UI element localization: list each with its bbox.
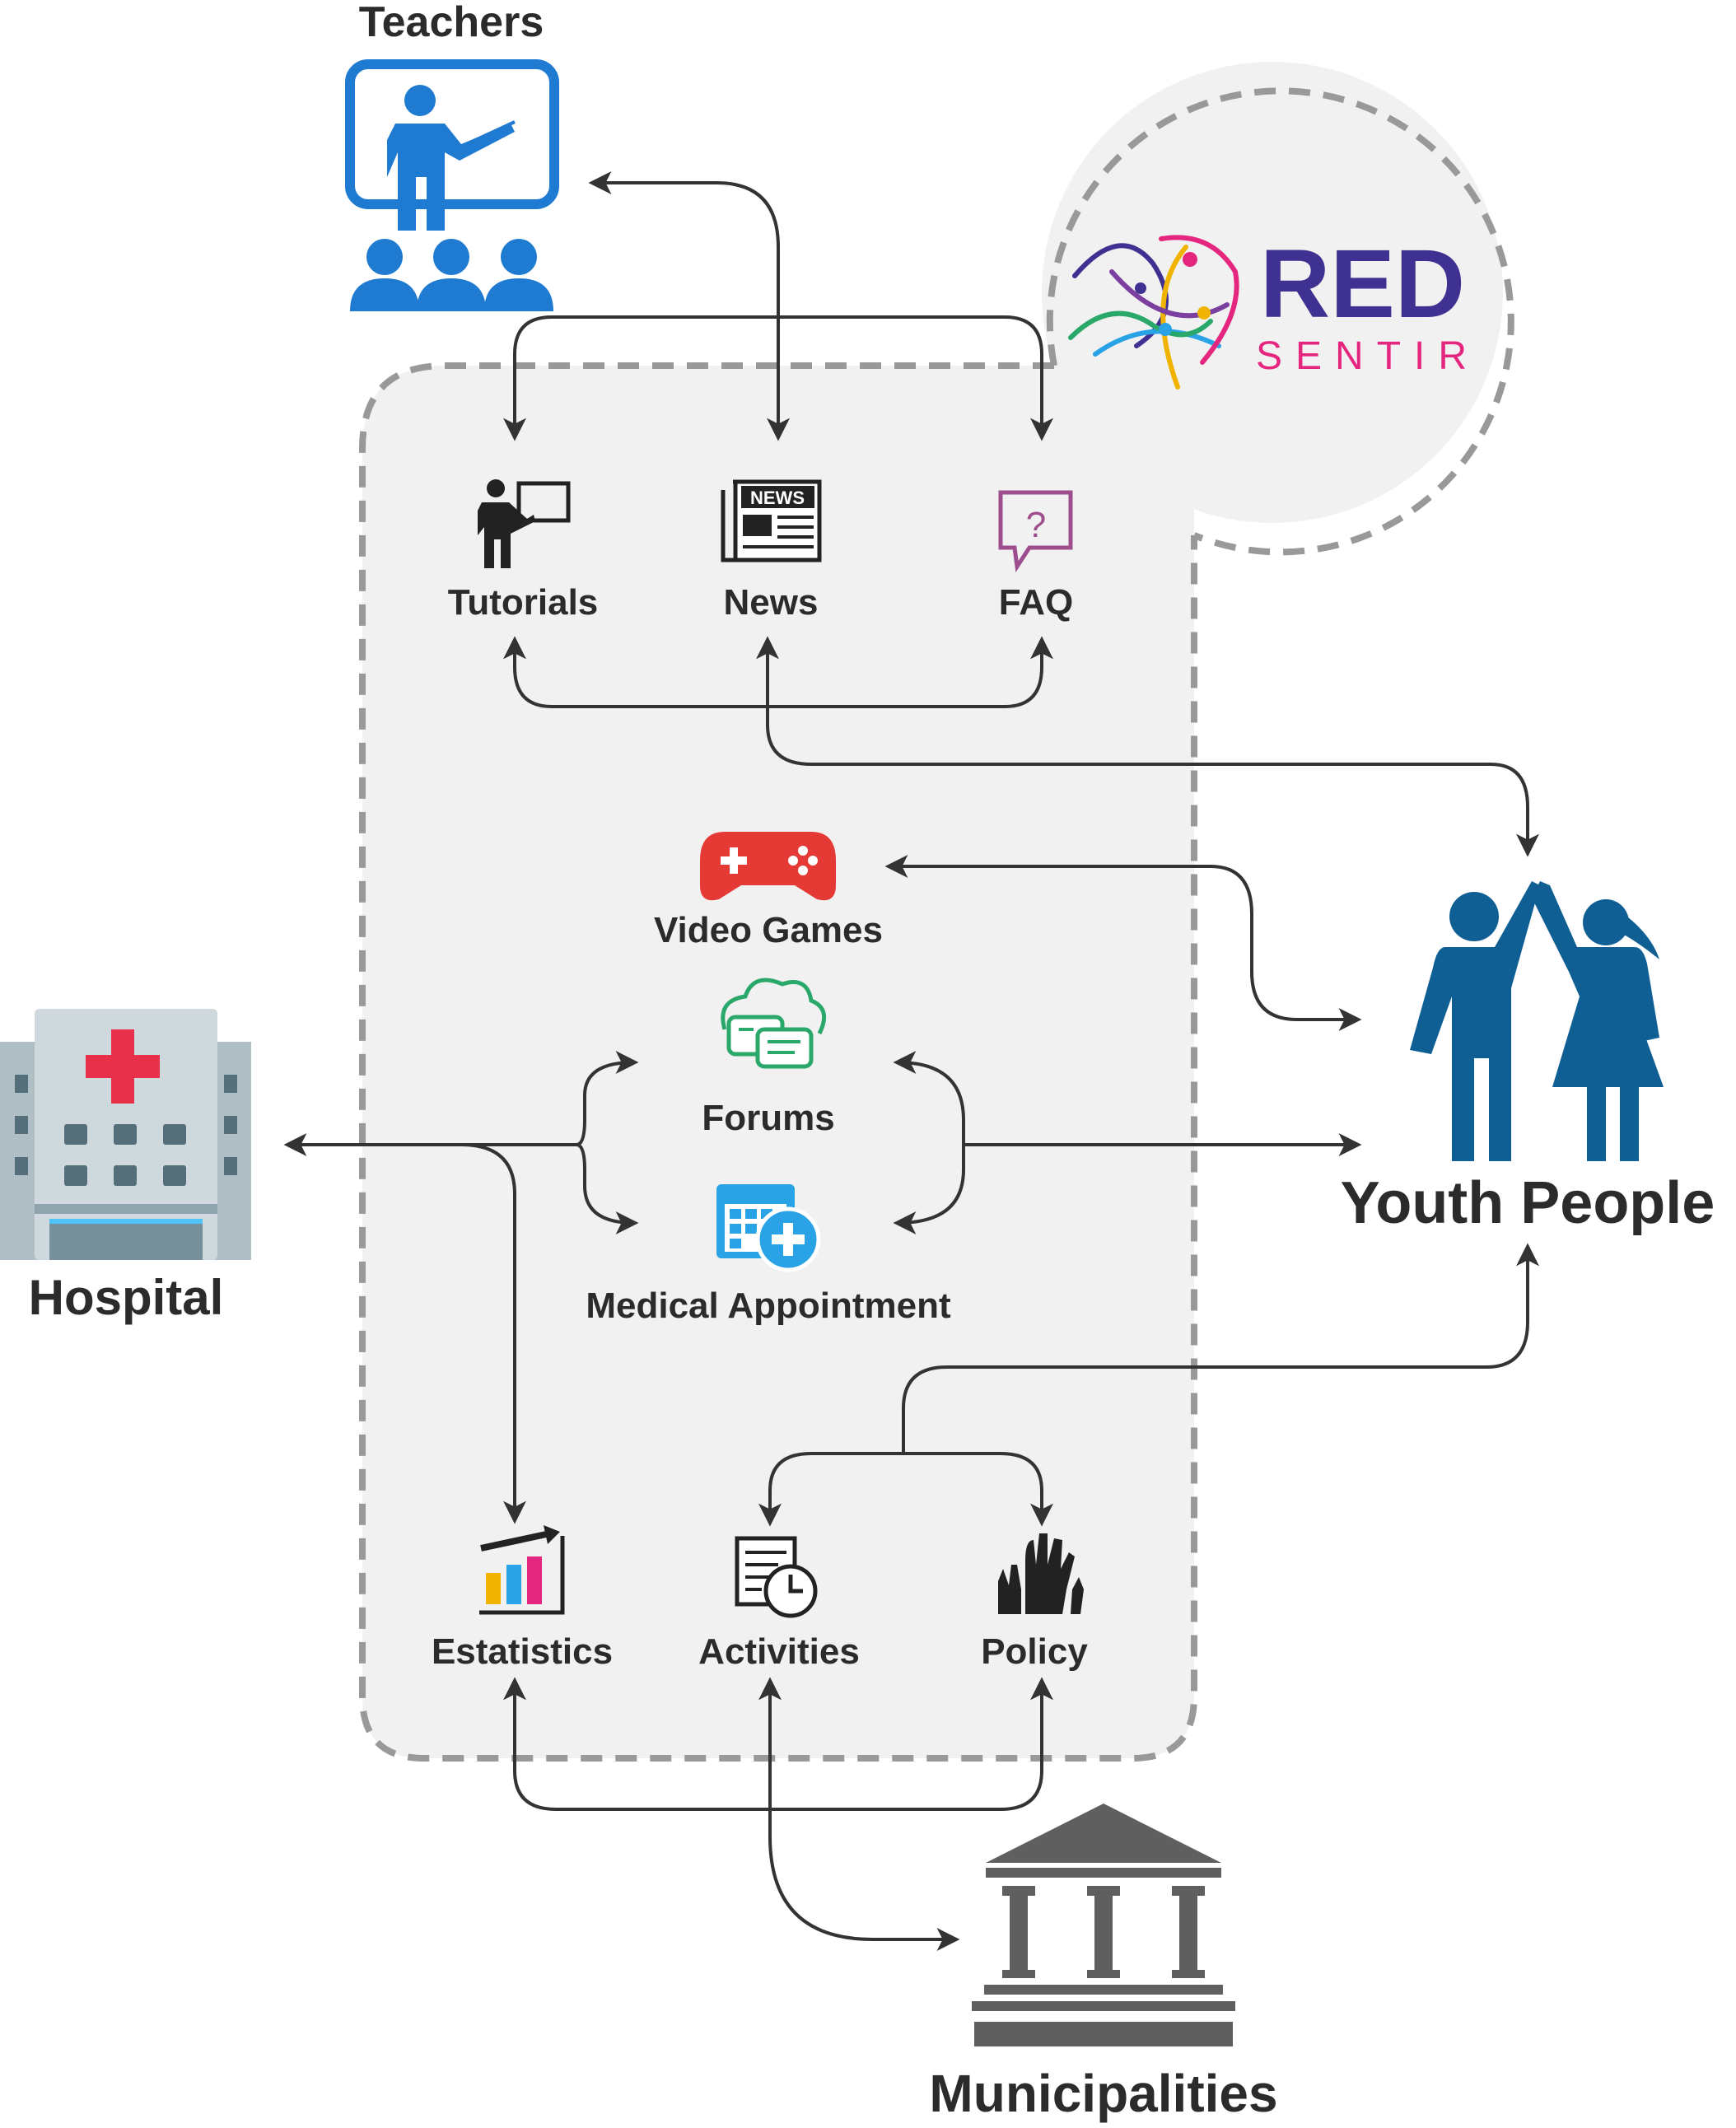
red-sentir-logo: RED SENTIR xyxy=(1068,230,1480,390)
arrow-municipal-youth xyxy=(902,1243,1539,1454)
news-masthead: NEWS xyxy=(750,488,805,508)
activities-clock-icon xyxy=(735,1536,818,1618)
actor-hospital: Hospital xyxy=(29,1270,224,1325)
module-tutorials: Tutorials xyxy=(448,582,599,623)
module-faq: FAQ xyxy=(999,582,1073,623)
arrow-activities-municipalities xyxy=(758,1677,960,1951)
hospital-icon xyxy=(0,1009,251,1260)
government-building-icon xyxy=(972,1804,1235,2046)
arrow-teachers-news xyxy=(588,171,790,441)
actor-teachers: Teachers xyxy=(359,0,544,46)
arrow-videogames-youth xyxy=(884,855,1362,1031)
youth-highfive-icon xyxy=(1410,881,1664,1161)
module-activities: Activities xyxy=(698,1631,860,1672)
actor-municipalities: Municipalities xyxy=(929,2064,1277,2123)
arrow-activities-policy-top xyxy=(758,1452,1053,1527)
module-forums: Forums xyxy=(702,1098,834,1138)
arrow-news-youth xyxy=(756,636,1539,857)
logo-word: RED xyxy=(1260,230,1465,338)
platform-region xyxy=(359,62,1514,1762)
arrow-forums-right xyxy=(893,1051,965,1145)
module-policy: Policy xyxy=(981,1631,1088,1672)
newspaper-icon: NEWS xyxy=(721,479,822,562)
module-estatistics: Estatistics xyxy=(432,1631,613,1672)
tutorial-presenter-icon xyxy=(478,479,571,568)
forum-bubbles-icon xyxy=(721,978,827,1069)
gamepad-icon xyxy=(700,832,836,901)
raised-hands-icon xyxy=(998,1533,1084,1614)
module-news: News xyxy=(724,582,819,623)
faq-question-mark: ? xyxy=(1026,505,1046,545)
actor-youth-people: Youth People xyxy=(1341,1170,1715,1236)
faq-bubble-icon: ? xyxy=(998,490,1073,573)
arrow-medical-right xyxy=(893,1145,965,1234)
arrow-hospital-estatistics xyxy=(460,1143,526,1524)
module-medical-appointment: Medical Appointment xyxy=(586,1286,951,1326)
arrow-hospital-medical xyxy=(576,1143,639,1234)
logo-subword: SENTIR xyxy=(1256,334,1480,378)
calendar-plus-icon xyxy=(716,1184,821,1272)
arrow-teachers-tutorials-faq xyxy=(503,315,1053,441)
arrow-hospital-forums xyxy=(283,1051,639,1156)
module-video-games: Video Games xyxy=(654,910,883,950)
bar-chart-icon xyxy=(479,1525,565,1615)
arrows xyxy=(283,171,1539,1951)
teacher-board-icon xyxy=(345,59,559,311)
